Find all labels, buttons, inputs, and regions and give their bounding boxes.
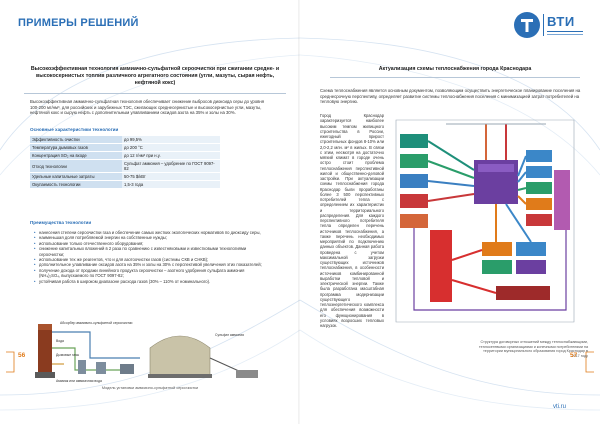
advantage-item: наименьшая доля потребляемой энергии на …	[34, 235, 266, 241]
advantage-item: нанесения степени сероочистки газа и обе…	[34, 230, 266, 236]
advantage-item: использование только отечественного обор…	[34, 241, 266, 247]
characteristic-value: 50-75 $/кВт	[122, 172, 220, 181]
characteristics-heading: Основные характеристики технологии	[30, 127, 119, 132]
label-flue-gas: Дымовые газы	[56, 353, 80, 357]
left-article-title: Высокоэффективная технология аммиачно-су…	[30, 66, 280, 86]
label-ammonium-sulfate: Сульфат аммония	[215, 333, 244, 337]
right-article-title: Актуализация схемы теплоснабжения города…	[378, 66, 532, 72]
vti-logo: ВТИ	[514, 12, 584, 40]
advantages-list: нанесения степени сероочистки газа и обе…	[34, 230, 266, 285]
right-title-divider	[330, 77, 580, 78]
advantage-item: использование тех же реагентов, что и дл…	[34, 257, 266, 263]
right-intro-paragraph: Схема теплоснабжения является основным д…	[320, 88, 581, 105]
page-number-right: 57	[570, 352, 578, 359]
advantages-heading: Преимущества технологии	[30, 220, 92, 225]
left-intro-paragraph: Высокоэффективная аммиачно-сульфатная те…	[30, 99, 265, 116]
left-figure-caption: Модель установки аммиачно-сульфатной сер…	[101, 386, 199, 390]
right-body-text: Город Краснодар характеризуется наиболее…	[320, 113, 384, 328]
characteristic-key: Эффективность очистки	[30, 136, 122, 144]
characteristic-value: до 99,5%	[122, 136, 220, 144]
advantage-item: устойчивая работа в широком диапазоне ра…	[34, 279, 266, 285]
characteristic-key: Температура дымовых газов	[30, 143, 122, 152]
left-title-divider	[24, 93, 286, 94]
website-link[interactable]: vti.ru	[553, 404, 567, 410]
characteristic-value: 1,5-3 года	[122, 180, 220, 189]
absorber-column	[38, 324, 52, 376]
label-water: Вода	[56, 339, 64, 343]
section-header: ПРИМЕРЫ РЕШЕНИЙ	[18, 17, 139, 29]
page-number-left: 56	[18, 352, 26, 359]
characteristic-key: Окупаемость технологии	[30, 180, 122, 189]
heat-supply-contract-scheme	[395, 119, 575, 323]
logo-text: ВТИ	[547, 14, 575, 29]
absorber-installation-diagram: Абсорбер аммиачно-сульфатной сероочистки…	[35, 321, 258, 383]
logo-emblem-icon	[514, 12, 540, 38]
advantage-item: получение дохода от продажи линейного пр…	[34, 268, 266, 279]
characteristic-key: Удельные капитальные затраты	[30, 172, 122, 181]
characteristic-value: Сульфат аммония – удобрение по ГОСТ 9097…	[122, 159, 220, 173]
advantage-item: дополнительное улавливание оксидов азота…	[34, 262, 266, 268]
label-ammonia: Аммиак или аммиачная вода	[56, 379, 102, 383]
right-figure-caption: Структура договорных отношений между теп…	[479, 340, 588, 358]
characteristic-key: Концентрация SO₂ на входе	[30, 151, 122, 160]
characteristic-value: до 12 г/нм³ при н.у.	[122, 151, 220, 160]
advantage-item: снижение капитальных вложений в 2 раза п…	[34, 246, 266, 257]
characteristic-value: до 200 °С	[122, 143, 220, 152]
label-absorber: Абсорбер аммиачно-сульфатной сероочистки	[60, 321, 133, 325]
characteristic-key: Отход технологии	[30, 159, 122, 173]
